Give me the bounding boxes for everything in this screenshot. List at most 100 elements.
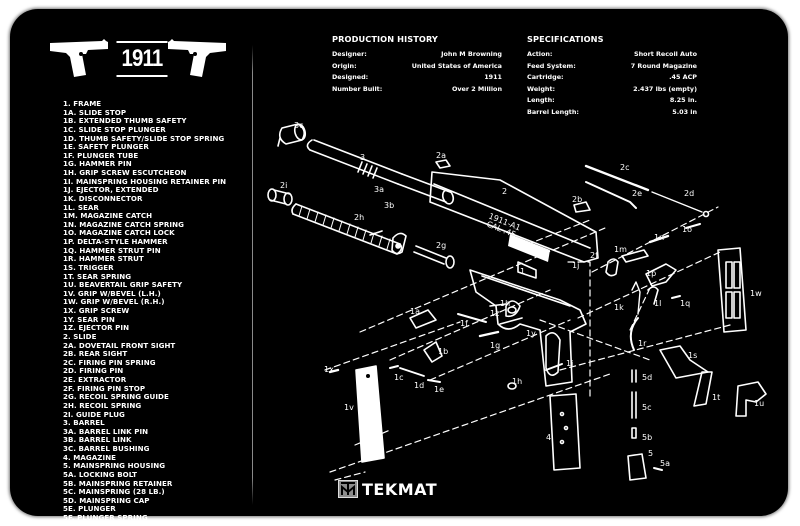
part-ejector xyxy=(517,261,537,279)
label-5a: 5a xyxy=(660,459,670,468)
parts-list-item: 3C. BARREL BUSHING xyxy=(63,444,150,453)
label-1j: 1j xyxy=(572,261,579,270)
label-1d: 1d xyxy=(414,381,424,390)
info-value: 8.25 in. xyxy=(669,96,697,105)
info-row: Weight:2.437 lbs (empty) xyxy=(527,84,697,96)
part-grip-screw-escutcheon-lower xyxy=(507,382,517,390)
part-magazine-catch-spring xyxy=(648,234,670,244)
part-labels: 3c 3 2a 2i 3a 3b 2h 2g 2 2b 2c 2e 2d 2f … xyxy=(280,121,764,468)
label-2h: 2h xyxy=(354,213,364,222)
parts-list-item: 5F. PLUNGER SPRING xyxy=(63,513,148,522)
label-2b: 2b xyxy=(572,195,582,204)
info-row: Designed:1911 xyxy=(332,72,502,84)
info-label: Length: xyxy=(527,96,555,105)
part-recoil-spring-guide xyxy=(413,245,455,269)
label-1t: 1t xyxy=(712,393,720,402)
info-label: Number Built: xyxy=(332,84,383,93)
label-1o: 1o xyxy=(682,225,692,234)
parts-list-item: 1G. HAMMER PIN xyxy=(63,159,132,169)
info-label: Designer: xyxy=(332,50,367,58)
parts-list-item: 1P. DELTA-STYLE HAMMER xyxy=(63,237,168,246)
part-barrel-bushing xyxy=(277,123,307,147)
parts-list-item: 2A. DOVETAIL FRONT SIGHT xyxy=(63,340,176,350)
info-label: Action: xyxy=(527,50,553,58)
info-value: 5.03 in xyxy=(672,107,697,116)
parts-list-item: 3. BARREL xyxy=(63,418,105,428)
label-1r: 1r xyxy=(638,339,647,348)
part-sear-spring xyxy=(693,371,713,407)
label-2a: 2a xyxy=(436,151,446,160)
parts-list-item: 5. MAINSPRING HOUSING xyxy=(63,461,166,471)
label-3b: 3b xyxy=(384,201,394,210)
production-history: PRODUCTION HISTORY Designer:John M Brown… xyxy=(332,34,502,95)
parts-list-item: 2G. RECOIL SPRING GUIDE xyxy=(63,392,169,402)
info-value: Short Recoil Auto xyxy=(634,50,697,58)
part-grip-right xyxy=(717,247,747,333)
info-row: Action: Short Recoil Auto xyxy=(527,49,697,61)
part-recoil-spring xyxy=(291,203,403,255)
parts-list-item: 5D. MAINSPRING CAP xyxy=(63,495,150,505)
label-1h: 1h xyxy=(512,377,522,386)
label-1v: 1v xyxy=(344,403,354,412)
part-slide: 1911-A1 CAL .45 xyxy=(429,171,599,263)
brand-logo: TEKMAT xyxy=(338,480,437,499)
part-mainspring-cap xyxy=(631,369,637,383)
label-1f: 1f xyxy=(460,319,468,328)
part-hammer-strut-pin xyxy=(671,295,681,299)
info-value: Over 2 Million xyxy=(451,84,502,93)
part-thumb-safety xyxy=(423,341,443,363)
parts-list-item: 1B. EXTENDED THUMB SAFETY xyxy=(63,116,187,126)
part-sear xyxy=(647,286,659,305)
part-thumb-safety-spring xyxy=(399,367,425,377)
exploded-diagram: 1911-A1 CAL .45 xyxy=(267,121,767,481)
info-label: Cartridge: xyxy=(527,73,564,82)
label-1u: 1u xyxy=(754,399,764,408)
parts-list-item: 1A. SLIDE STOP xyxy=(63,107,127,117)
label-1p: 1p xyxy=(646,269,656,278)
info-row: Barrel Length:5.03 in xyxy=(527,107,697,119)
part-frame xyxy=(469,269,587,387)
part-firing-pin-tip xyxy=(702,210,710,218)
label-1z: 1z xyxy=(490,309,499,318)
parts-list-item: 1F. PLUNGER TUBE xyxy=(63,150,139,160)
parts-list-item: 2E. EXTRACTOR xyxy=(63,375,127,384)
part-plunger-tube xyxy=(457,313,487,323)
info-value: United States of America xyxy=(411,61,502,70)
label-2d: 2d xyxy=(684,189,694,198)
part-grip-screw xyxy=(328,368,340,374)
parts-list-item: 1I. MAINSPRING HOUSING RETAINER PIN xyxy=(63,176,227,186)
info-value: .45 ACP xyxy=(669,73,697,82)
info-label: Feed System: xyxy=(527,61,576,70)
label-1b: 1b xyxy=(438,347,448,356)
label-1s: 1s xyxy=(688,351,697,360)
part-magazine-catch-lock xyxy=(685,223,701,229)
parts-list-item: 1Y. SEAR PIN xyxy=(63,314,115,324)
part-magazine-catch xyxy=(621,249,649,263)
part-hammer xyxy=(645,263,677,287)
part-sear-pin xyxy=(499,317,523,325)
pistol-silhouette-icon xyxy=(168,39,226,77)
part-safety-plunger xyxy=(427,379,441,383)
label-2f: 2f xyxy=(590,251,598,260)
label-1i: 1i xyxy=(566,359,573,368)
parts-list-item: 1T. SEAR SPRING xyxy=(63,271,132,281)
label-1: 1 xyxy=(520,267,525,276)
pistol-silhouette-icon xyxy=(50,39,108,77)
part-mainspring xyxy=(631,391,637,419)
part-slide-stop-plunger xyxy=(389,365,399,369)
part-firing-pin-spring xyxy=(584,164,650,192)
parts-list-item: 1W. GRIP W/BEVEL (R.H.) xyxy=(63,297,165,307)
label-1e: 1e xyxy=(434,385,444,394)
info-value: 1911 xyxy=(484,73,502,82)
parts-list-item: 1C. SLIDE STOP PLUNGER xyxy=(63,124,166,134)
label-1w: 1w xyxy=(750,289,762,298)
part-barrel xyxy=(306,139,455,205)
part-mainspring-retainer xyxy=(631,427,637,439)
label-1q: 1q xyxy=(680,299,690,308)
label-2e: 2e xyxy=(632,189,642,198)
parts-list-item: 1. FRAME xyxy=(63,99,102,108)
parts-list-item: 1V. GRIP W/BEVEL (L.H.) xyxy=(63,288,161,298)
info-value: 7 Round Magazine xyxy=(630,61,697,70)
part-mainspring-housing-pin xyxy=(545,363,563,371)
info-row: Cartridge: .45 ACP xyxy=(527,72,697,84)
